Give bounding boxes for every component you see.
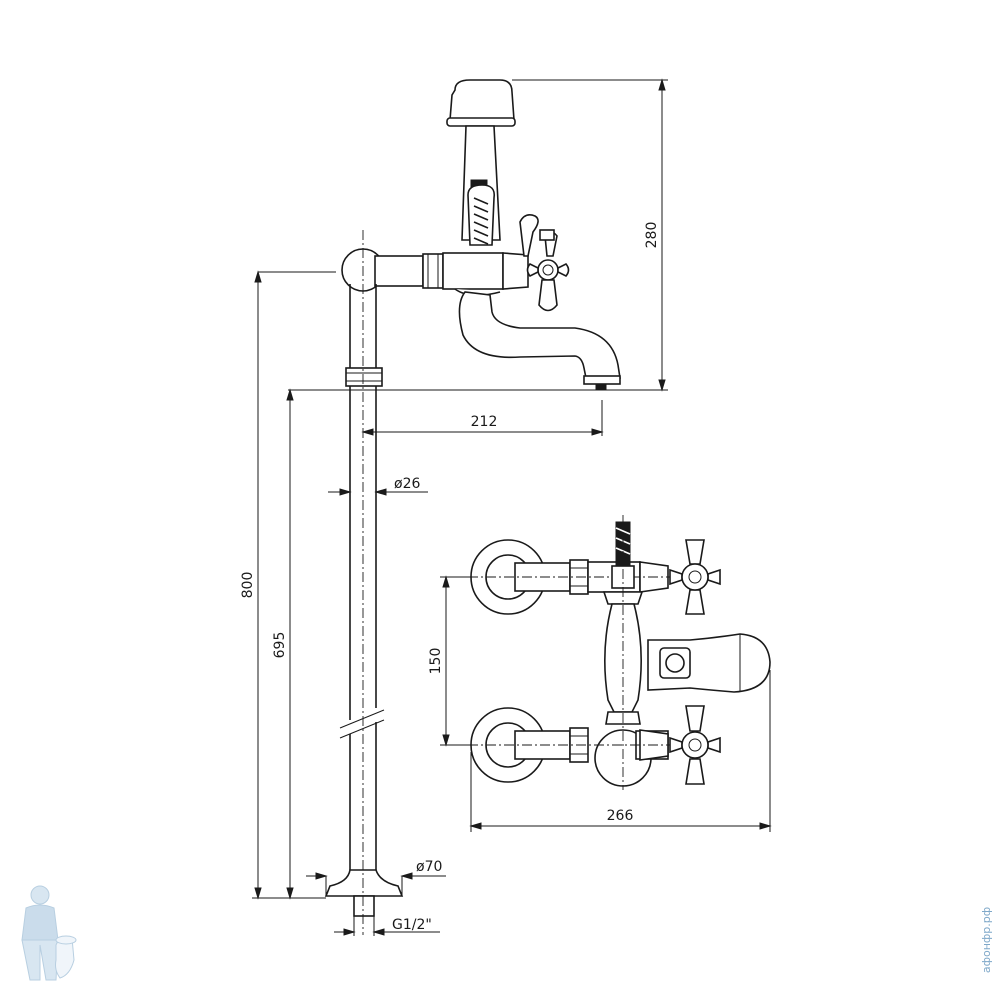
front-dimensions (440, 575, 772, 832)
dim-266-label: 266 (607, 808, 634, 824)
dim-thread-label: G1/2" (392, 917, 432, 933)
watermark-site-text: афонфр.рф (980, 907, 993, 973)
dim-150-label: 150 (428, 648, 444, 675)
plumber-mascot-icon (21, 885, 77, 981)
spout-front (647, 633, 771, 693)
dim-base-diameter-label: ø70 (416, 859, 442, 875)
dim-695-label: 695 (272, 632, 288, 659)
shower-head (446, 79, 516, 246)
shower-column-front (602, 515, 644, 790)
side-dimensions (252, 78, 668, 936)
dim-800-label: 800 (240, 572, 256, 599)
front-view: 150 266 (428, 515, 772, 832)
side-view: 280 212 ø26 800 695 ø70 G1/2" (240, 78, 668, 936)
dim-280-label: 280 (644, 222, 660, 249)
dim-212-label: 212 (471, 414, 498, 430)
standpipe (324, 230, 404, 935)
cross-handle-bottom (669, 705, 721, 785)
top-arm (468, 559, 720, 595)
mixer-body-side (341, 214, 570, 312)
dim-pipe-diameter-label: ø26 (394, 476, 420, 492)
cross-handle-top (669, 539, 721, 615)
spout-side (458, 291, 621, 390)
